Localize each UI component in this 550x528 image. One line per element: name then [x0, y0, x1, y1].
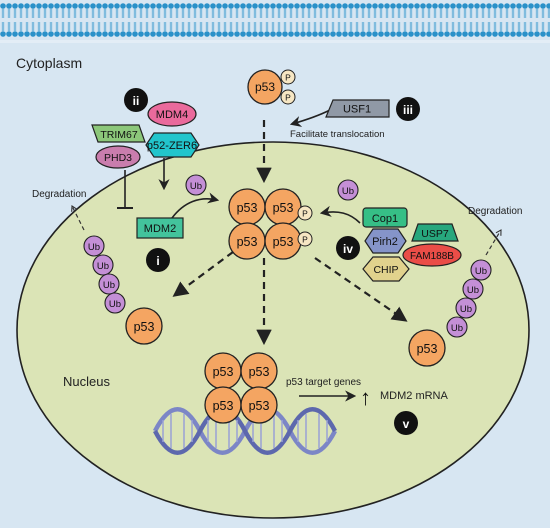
svg-text:p53: p53	[134, 320, 155, 334]
svg-text:i: i	[156, 254, 159, 268]
svg-text:p53: p53	[237, 201, 258, 215]
p52-zer6-hexagon: p52-ZER6	[145, 132, 200, 158]
svg-text:P: P	[302, 235, 308, 245]
svg-text:p53: p53	[273, 235, 294, 249]
degradation-left-label: Degradation	[32, 189, 86, 200]
dna-helix	[153, 407, 337, 455]
svg-text:Ub: Ub	[460, 304, 472, 315]
svg-text:Ub: Ub	[109, 299, 121, 310]
svg-text:Ub: Ub	[342, 186, 354, 197]
cop1-box: Cop1	[362, 207, 408, 228]
svg-text:v: v	[403, 417, 410, 431]
svg-text:p53: p53	[273, 201, 294, 215]
svg-text:USP7: USP7	[421, 228, 449, 240]
svg-text:CHIP: CHIP	[373, 264, 398, 276]
svg-text:MDM2: MDM2	[144, 223, 176, 235]
mdm2-box: MDM2	[136, 217, 184, 239]
svg-text:FAM188B: FAM188B	[410, 251, 454, 262]
p53-left: p53	[125, 307, 163, 345]
badge-iii: iii	[396, 97, 420, 121]
badge-iv: iv	[336, 236, 360, 260]
svg-text:Ub: Ub	[467, 285, 479, 296]
svg-text:ii: ii	[133, 94, 140, 108]
arrow-center-to-right	[314, 257, 408, 322]
arrow-mdm2-to-p53	[171, 192, 220, 219]
mdm2-mrna-label: MDM2 mRNA	[380, 390, 448, 402]
facilitate-label: Facilitate translocation	[290, 129, 385, 140]
chip-diamond: CHIP	[362, 256, 410, 282]
badge-v: v	[394, 411, 418, 435]
p53-phospho-top: p53 P P	[247, 69, 296, 105]
svg-text:p53: p53	[213, 399, 234, 413]
svg-text:Ub: Ub	[451, 323, 463, 334]
svg-text:p53: p53	[213, 365, 234, 379]
usp7-box: USP7	[411, 223, 459, 242]
up-arrow: ↑	[360, 385, 371, 410]
svg-text:p53: p53	[417, 342, 438, 356]
svg-text:P: P	[302, 209, 308, 219]
usf1-box: USF1	[325, 99, 390, 118]
trim67-box: TRIM67	[91, 124, 146, 143]
svg-text:iii: iii	[403, 103, 413, 117]
phd3-oval: PHD3	[95, 145, 141, 169]
svg-text:Ub: Ub	[190, 181, 202, 192]
svg-text:Ub: Ub	[475, 266, 487, 277]
svg-text:P: P	[285, 93, 291, 103]
arrow-usf1	[289, 109, 331, 127]
arrow-degradation-left	[71, 205, 85, 231]
phospho-mark	[280, 69, 296, 85]
svg-text:p53: p53	[255, 80, 275, 94]
cytoplasm-label: Cytoplasm	[16, 55, 82, 71]
svg-text:iv: iv	[343, 242, 353, 256]
arrow-ligases-to-p53	[319, 205, 361, 224]
badge-i: i	[146, 248, 170, 272]
svg-text:MDM4: MDM4	[156, 109, 188, 121]
svg-text:P: P	[285, 73, 291, 83]
ub-right: Ub	[337, 179, 359, 201]
svg-text:Ub: Ub	[103, 280, 115, 291]
badge-ii: ii	[124, 88, 148, 112]
svg-text:Pirh2: Pirh2	[372, 236, 398, 248]
svg-text:Cop1: Cop1	[372, 213, 398, 225]
ub-chain-left: Ub Ub Ub Ub	[83, 235, 126, 314]
svg-text:TRIM67: TRIM67	[100, 129, 138, 141]
svg-text:p53: p53	[249, 399, 270, 413]
cell-membrane	[0, 0, 550, 40]
svg-text:Ub: Ub	[97, 261, 109, 272]
pirh2-hexagon: Pirh2	[364, 228, 407, 254]
fam188b-oval: FAM188B	[402, 243, 462, 267]
target-genes-label: p53 target genes	[286, 377, 361, 388]
phospho-mark	[280, 89, 296, 105]
arrow-center-to-left	[172, 251, 234, 297]
p53-right: p53	[408, 329, 446, 367]
ub-chain-right: Ub Ub Ub Ub	[446, 259, 492, 338]
degradation-right-label: Degradation	[468, 206, 522, 217]
svg-text:Ub: Ub	[88, 242, 100, 253]
svg-text:p53: p53	[237, 235, 258, 249]
phospho-mark	[297, 231, 313, 247]
mdm4-oval: MDM4	[147, 101, 197, 127]
svg-text:p53: p53	[249, 365, 270, 379]
phospho-mark	[297, 205, 313, 221]
arrow-degradation-right	[485, 229, 502, 256]
nucleus-label: Nucleus	[63, 374, 110, 389]
p53-tetramer-dna: p53 p53 p53 p53	[204, 352, 278, 424]
svg-text:PHD3: PHD3	[104, 152, 132, 164]
p53-tetramer-center: p53 p53 p53 p53 P P	[228, 188, 313, 260]
svg-text:p52-ZER6: p52-ZER6	[147, 140, 197, 152]
svg-text:USF1: USF1	[343, 104, 371, 116]
ub-mdm2: Ub	[185, 174, 207, 196]
dashed-arrows	[172, 120, 408, 346]
